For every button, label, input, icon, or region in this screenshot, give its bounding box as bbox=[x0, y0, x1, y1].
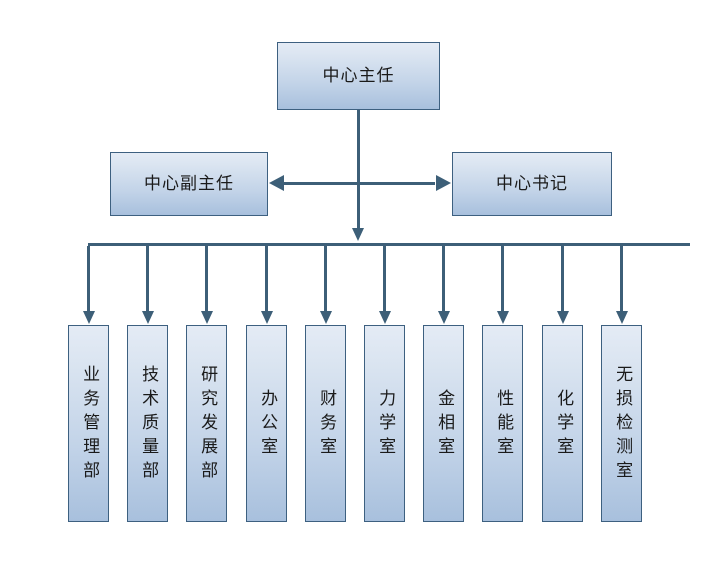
node-deputy-center-director[interactable]: 中心副主任 bbox=[110, 152, 268, 216]
node-technical-quality-dept-label: 技术质量部 bbox=[138, 364, 159, 485]
connector-arrowhead-mechanics-lab-icon bbox=[378, 311, 391, 324]
node-ndt-lab[interactable]: 无损检测室 bbox=[601, 325, 642, 522]
node-center-director-label: 中心主任 bbox=[322, 65, 395, 86]
node-center-secretary-label: 中心书记 bbox=[496, 173, 568, 194]
node-business-management-dept-label: 业务管理部 bbox=[79, 364, 100, 485]
node-office[interactable]: 办公室 bbox=[246, 325, 287, 522]
node-metallography-lab-label: 金相室 bbox=[434, 388, 455, 461]
node-performance-lab-label: 性能室 bbox=[493, 388, 514, 461]
connector-trunk-vertical bbox=[357, 110, 360, 230]
node-deputy-center-director-label: 中心副主任 bbox=[144, 173, 234, 194]
connector-drop-metallography-lab bbox=[442, 246, 445, 312]
connector-arrowhead-office-icon bbox=[260, 311, 273, 324]
node-mechanics-lab-label: 力学室 bbox=[375, 388, 396, 461]
connector-arrowhead-business-management-dept-icon bbox=[82, 311, 95, 324]
connector-bus-horizontal bbox=[88, 243, 690, 246]
node-chemistry-lab-label: 化学室 bbox=[553, 388, 574, 461]
connector-arrowhead-finance-office-icon bbox=[319, 311, 332, 324]
connector-trunk-arrowhead-icon bbox=[352, 228, 364, 241]
connector-drop-mechanics-lab bbox=[383, 246, 386, 312]
node-research-development-dept-label: 研究发展部 bbox=[197, 364, 218, 485]
connector-peer-left-arrowhead-icon bbox=[269, 175, 284, 191]
node-metallography-lab[interactable]: 金相室 bbox=[423, 325, 464, 522]
connector-arrowhead-performance-lab-icon bbox=[496, 311, 509, 324]
connector-arrowhead-chemistry-lab-icon bbox=[556, 311, 569, 324]
connector-drop-research-development-dept bbox=[205, 246, 208, 312]
node-finance-office[interactable]: 财务室 bbox=[305, 325, 346, 522]
connector-arrowhead-ndt-lab-icon bbox=[615, 311, 628, 324]
node-ndt-lab-label: 无损检测室 bbox=[612, 364, 633, 485]
node-chemistry-lab[interactable]: 化学室 bbox=[542, 325, 583, 522]
node-center-director[interactable]: 中心主任 bbox=[277, 42, 440, 110]
connector-arrowhead-research-development-dept-icon bbox=[200, 311, 213, 324]
node-performance-lab[interactable]: 性能室 bbox=[482, 325, 523, 522]
node-technical-quality-dept[interactable]: 技术质量部 bbox=[127, 325, 168, 522]
node-research-development-dept[interactable]: 研究发展部 bbox=[186, 325, 227, 522]
node-finance-office-label: 财务室 bbox=[316, 388, 337, 461]
node-business-management-dept[interactable]: 业务管理部 bbox=[68, 325, 109, 522]
node-office-label: 办公室 bbox=[257, 388, 278, 461]
connector-peer-right-arrowhead-icon bbox=[436, 175, 451, 191]
connector-drop-performance-lab bbox=[501, 246, 504, 312]
connector-arrowhead-metallography-lab-icon bbox=[437, 311, 450, 324]
connector-drop-chemistry-lab bbox=[561, 246, 564, 312]
node-center-secretary[interactable]: 中心书记 bbox=[452, 152, 612, 216]
connector-peer-link bbox=[277, 182, 435, 185]
connector-drop-business-management-dept bbox=[87, 246, 90, 312]
connector-drop-finance-office bbox=[324, 246, 327, 312]
connector-arrowhead-technical-quality-dept-icon bbox=[141, 311, 154, 324]
connector-drop-ndt-lab bbox=[620, 246, 623, 312]
connector-drop-office bbox=[265, 246, 268, 312]
connector-drop-technical-quality-dept bbox=[146, 246, 149, 312]
node-mechanics-lab[interactable]: 力学室 bbox=[364, 325, 405, 522]
